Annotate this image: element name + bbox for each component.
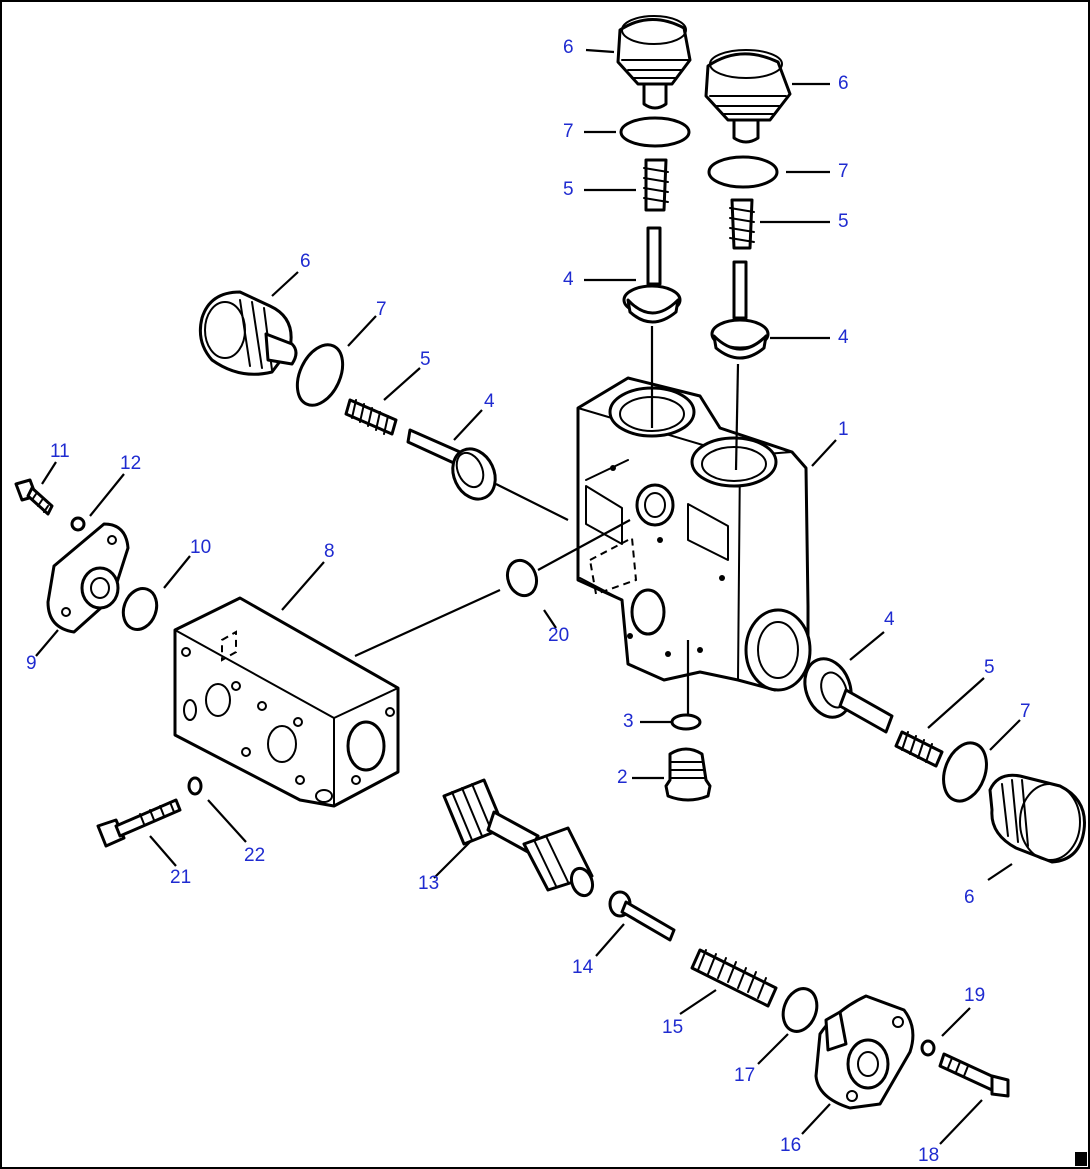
leader-lines [35, 48, 1021, 1145]
assembly-line-left [495, 483, 569, 521]
callout-5-lower-right: 5 [984, 657, 995, 678]
cap-top-right [704, 49, 792, 144]
spring-5-top-right [729, 198, 755, 250]
callout-5-left: 5 [420, 349, 431, 370]
callout-21: 21 [170, 867, 191, 888]
cover-9 [46, 522, 130, 634]
callout-1: 1 [838, 419, 849, 440]
callout-7-lower-right: 7 [1020, 701, 1031, 722]
callout-18: 18 [918, 1145, 939, 1166]
callout-13: 13 [418, 873, 439, 894]
callout-4-top-left: 4 [563, 269, 574, 290]
oring-10 [121, 587, 159, 631]
callout-8: 8 [324, 541, 335, 562]
callout-7-top-left: 7 [563, 121, 574, 142]
washer-19 [920, 1039, 936, 1057]
callout-11: 11 [50, 441, 70, 462]
callout-19: 19 [964, 985, 985, 1006]
assembly-line-block [354, 588, 501, 658]
callout-4-lower-right: 4 [884, 609, 895, 630]
poppet-4-top-left [622, 226, 682, 324]
cap-top-left [616, 15, 692, 110]
oring-7-top-left [619, 116, 691, 148]
callout-17: 17 [734, 1065, 755, 1086]
callout-4-top-right: 4 [838, 327, 849, 348]
callout-20: 20 [548, 625, 569, 646]
spring-15 [690, 948, 778, 1008]
washer-22 [187, 776, 203, 796]
bolt-18 [938, 1052, 1010, 1098]
oring-7-lower-right [942, 741, 988, 803]
callout-5-top-left: 5 [563, 179, 574, 200]
oring-20 [505, 558, 539, 598]
callout-7-top-right: 7 [838, 161, 849, 182]
callout-10: 10 [190, 537, 211, 558]
callout-14: 14 [572, 957, 594, 978]
cap-lower-right [988, 773, 1086, 864]
cap-upper-left [198, 290, 298, 376]
assembly-line-block-right [537, 519, 631, 571]
bolt-21 [96, 798, 182, 848]
poppet-4-top-right [710, 260, 770, 360]
callout-6-left: 6 [300, 251, 311, 272]
corner-mark [1075, 1152, 1087, 1166]
callout-7-left: 7 [376, 299, 387, 320]
bolt-11 [14, 478, 54, 516]
spring-5-left [344, 398, 398, 436]
assembly-line-top-right [734, 363, 740, 471]
callout-6-lower-right: 6 [964, 887, 975, 908]
piston-14 [608, 890, 676, 942]
oring-17 [781, 987, 819, 1033]
callout-15: 15 [662, 1017, 683, 1038]
callout-4-left: 4 [484, 391, 495, 412]
callout-22: 22 [244, 845, 265, 866]
spring-5-top-left [643, 158, 669, 212]
poppet-4-lower-right [803, 657, 894, 734]
callout-2: 2 [617, 767, 628, 788]
poppet-4-left [406, 428, 497, 501]
callout-12: 12 [120, 453, 141, 474]
callout-5-top-right: 5 [838, 211, 849, 232]
plug-2 [664, 747, 712, 802]
spool-13 [442, 778, 595, 898]
spring-5-lower-right [894, 730, 944, 768]
valve-body [576, 376, 812, 692]
oring-7-left [295, 343, 345, 407]
oring-3 [670, 713, 702, 731]
callout-16: 16 [780, 1135, 801, 1156]
callout-6-top-left: 6 [563, 37, 574, 58]
washer-12 [70, 516, 86, 532]
side-block [173, 596, 400, 808]
callout-9: 9 [26, 653, 37, 674]
callout-3: 3 [623, 711, 634, 732]
cover-16 [814, 994, 915, 1110]
callout-6-top-right: 6 [838, 73, 849, 94]
oring-7-top-right [707, 155, 779, 189]
callout-labels: 1 2 3 4 4 4 4 5 5 5 5 6 6 6 6 7 7 7 7 8 … [26, 37, 1031, 1166]
